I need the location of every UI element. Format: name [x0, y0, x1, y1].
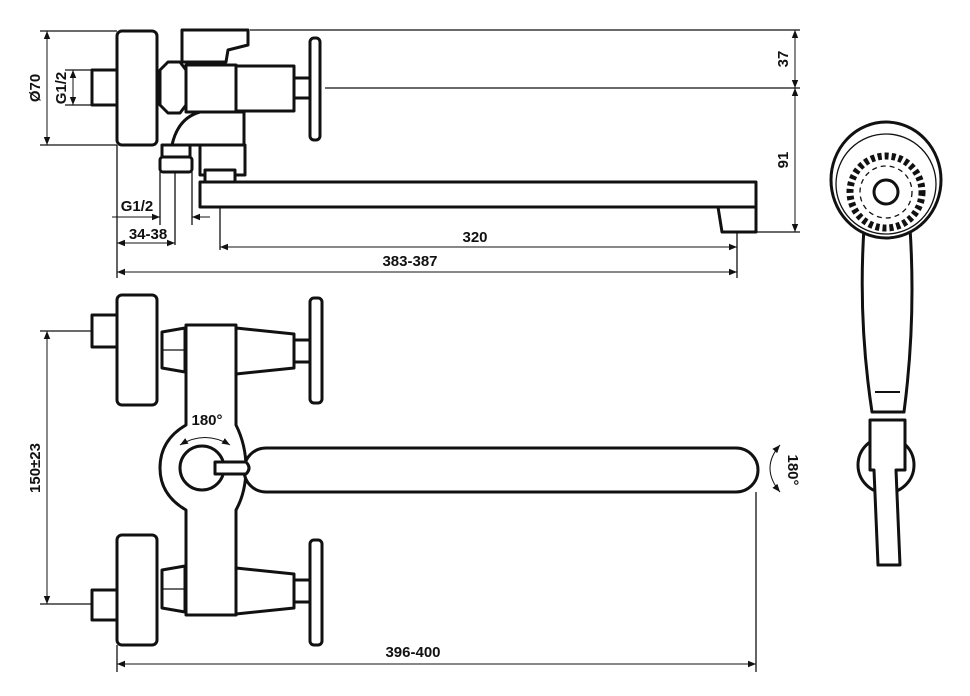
lower-wall-flange [115, 533, 159, 647]
spout-rotation-label: 180° [784, 454, 801, 485]
spout [198, 180, 758, 209]
inlet-stub [90, 68, 120, 107]
valve-housing [234, 64, 296, 113]
lower-valve-housing [234, 566, 296, 616]
hex-nut [158, 60, 188, 115]
lower-inlet-stub [90, 588, 120, 622]
outlet-connector [160, 143, 192, 159]
front-view: 180° 180° 150±23 396-400 [27, 293, 801, 672]
dim-inlet-thread: G1/2 [53, 72, 70, 105]
dim-top-height: 37 [775, 51, 792, 68]
spout-aerator [716, 205, 758, 234]
diverter-rotation-label: 180° [191, 412, 222, 429]
dim-overall-length-front: 396-400 [385, 644, 440, 661]
diverter-lever [180, 28, 250, 64]
dim-flange-diameter: Ø70 [27, 74, 44, 102]
upper-valve-housing [234, 326, 296, 376]
lower-valve-stem [292, 578, 312, 604]
dim-spout-height: 91 [775, 152, 792, 169]
lower-cross-handle [308, 538, 324, 647]
diverter-rotation-arrow [179, 437, 231, 446]
shower-handle [860, 226, 914, 414]
dim-spout-length: 320 [462, 229, 487, 246]
shower-holder [868, 418, 907, 567]
upper-cross-handle [308, 296, 324, 405]
mixer-body [184, 63, 238, 114]
cross-handle [308, 36, 322, 142]
upper-wall-flange [115, 293, 159, 407]
dim-inlet-spacing: 150±23 [27, 443, 44, 493]
spray-center [872, 178, 900, 206]
dim-outlet-thread: G1/2 [121, 198, 154, 215]
hand-shower [829, 120, 943, 567]
dim-overall-length-side: 383-387 [382, 253, 437, 270]
wall-flange [115, 29, 159, 147]
dim-outlet-offset: 34-38 [129, 226, 167, 243]
spout-rotation-arrow [769, 444, 781, 493]
outlet-nut [158, 155, 194, 174]
upper-valve-stem [292, 338, 312, 364]
spout-joint [203, 168, 237, 184]
body-lower [170, 110, 246, 147]
upper-inlet-stub [90, 313, 120, 349]
diverter-lever-front [213, 460, 251, 476]
spout-front [242, 446, 760, 494]
side-view: Ø70 G1/2 37 91 G1/2 34-38 320 383-387 [27, 28, 800, 278]
